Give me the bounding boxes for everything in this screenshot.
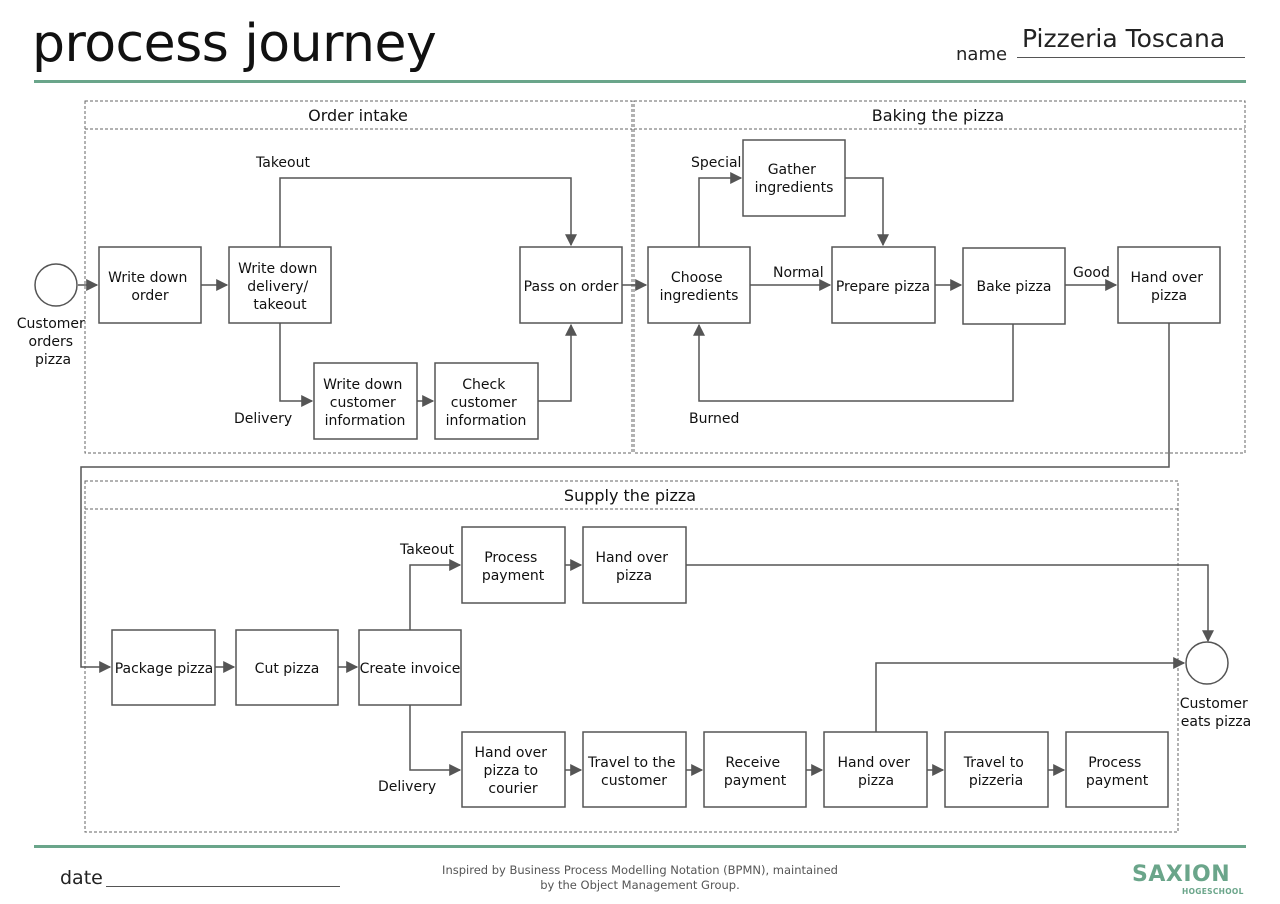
lane-supply: Supply the pizza	[84, 480, 1179, 833]
saxion-logo: SAXION HOGESCHOOL	[1132, 862, 1252, 898]
task-hand-to-courier: Hand over pizza to courier	[461, 731, 566, 808]
task-write-customer: Write down customer information	[313, 362, 418, 440]
svg-text:Write down delivery/: Write down delivery/ takeout	[238, 261, 322, 313]
name-label: name	[956, 44, 1008, 65]
connectors	[78, 172, 1214, 776]
task-receive-payment: Receive payment	[703, 731, 807, 808]
flow-delivery	[279, 323, 314, 407]
svg-text:Hand over pizza: Hand over pizza	[838, 755, 915, 789]
lane-title-baking: Baking the pizza	[872, 106, 1004, 125]
edge-label-burned: Burned	[689, 411, 739, 427]
task-process-payment-takeout: Process payment	[461, 526, 566, 604]
flow-hand-to-package	[80, 323, 1170, 673]
name-underline	[1017, 57, 1245, 58]
end-event-label-2: eats pizza	[1181, 714, 1251, 730]
logo-wordmark: SAXION	[1132, 862, 1231, 887]
logo-subtitle: HOGESCHOOL	[1182, 887, 1244, 896]
task-bake-pizza: Bake pizza	[962, 247, 1066, 325]
edge-label-normal: Normal	[773, 265, 824, 281]
date-label: date	[60, 867, 103, 889]
task-hand-over-pizza-bake: Hand over pizza	[1117, 246, 1221, 324]
task-write-delivery: Write down delivery/ takeout	[228, 246, 332, 324]
svg-text:Customer eats pizza: Customer eats pizza	[1180, 696, 1252, 730]
footer-note-line-1: Inspired by Business Process Modelling N…	[442, 863, 838, 877]
start-event-label-1: Customer	[17, 316, 85, 332]
svg-text:Check customer inf: Check customer information	[446, 377, 527, 429]
edge-label-delivery-2: Delivery	[378, 779, 436, 795]
svg-text:Write down customer: Write down customer information	[323, 377, 407, 429]
footer-note-line-2: by the Object Management Group.	[540, 878, 740, 892]
date-underline	[106, 886, 340, 887]
start-event-label-2: orders	[28, 334, 73, 350]
svg-text:Receive payment: Receive payment	[724, 755, 787, 789]
svg-text:Hand over pizza: Hand over pizza	[1131, 270, 1208, 304]
name-value: Pizzeria Toscana	[1022, 24, 1226, 53]
task-package-pizza: Package pizza	[111, 629, 216, 706]
edge-label-good: Good	[1073, 265, 1110, 281]
flow-delivery-handover-to-end	[875, 657, 1186, 732]
svg-text:Cut pizza: Cut pizza	[255, 661, 320, 677]
page-title: process journey	[32, 14, 437, 74]
lane-title-supply: Supply the pizza	[564, 486, 696, 505]
edge-label-takeout-2: Takeout	[399, 542, 454, 558]
flow-takeout	[279, 177, 577, 247]
edge-label-takeout-1: Takeout	[255, 155, 310, 171]
task-check-customer: Check customer information	[434, 362, 539, 440]
svg-text:Customer orders pi: Customer orders pizza	[17, 316, 89, 368]
flow-burned	[693, 323, 1014, 402]
task-travel-to-customer: Travel to the customer	[582, 731, 687, 808]
svg-text:Bake pizza: Bake pizza	[977, 279, 1052, 295]
task-cut-pizza: Cut pizza	[235, 629, 339, 706]
task-process-payment-delivery: Process payment	[1065, 731, 1169, 808]
end-event-label-1: Customer	[1180, 696, 1248, 712]
task-gather-ingredients: Gather ingredients	[742, 139, 846, 217]
svg-text:Hand over pizza: Hand over pizza	[596, 550, 673, 584]
footer-divider	[34, 845, 1246, 848]
flow-invoice-delivery	[409, 705, 462, 776]
svg-text:Write down order: Write down order	[108, 270, 192, 304]
footer-note: Inspired by Business Process Modelling N…	[430, 863, 850, 893]
start-event-label-3: pizza	[35, 352, 71, 368]
end-event: Customer eats pizza	[1180, 641, 1252, 730]
header-divider	[34, 80, 1246, 83]
svg-text:Travel to the customer: Travel to the customer	[587, 755, 680, 789]
task-write-order: Write down order	[98, 246, 202, 324]
edge-label-delivery-1: Delivery	[234, 411, 292, 427]
lane-title-order-intake: Order intake	[308, 106, 408, 125]
svg-text:Hand over pizza to: Hand over pizza to courier	[475, 745, 552, 797]
svg-text:Gather ingredients: Gather ingredients	[755, 162, 834, 196]
flow-check-to-pass	[538, 323, 577, 402]
task-hand-over-delivery: Hand over pizza	[823, 731, 928, 808]
task-prepare-pizza: Prepare pizza	[831, 246, 936, 324]
svg-text:Choose ingredients: Choose ingredients	[660, 270, 739, 304]
svg-text:Process payment: Process payment	[1086, 755, 1149, 789]
svg-text:Package pizza: Package pizza	[115, 661, 214, 677]
svg-text:Process payment: Process payment	[482, 550, 545, 584]
task-travel-to-pizzeria: Travel to pizzeria	[944, 731, 1049, 808]
flow-special	[698, 172, 743, 247]
task-choose-ingredients: Choose ingredients	[647, 246, 751, 324]
task-create-invoice: Create invoice	[358, 629, 462, 706]
flow-gather-to-prepare	[845, 177, 889, 247]
svg-text:Prepare pizza: Prepare pizza	[836, 279, 930, 295]
svg-text:Pass on order: Pass on order	[524, 279, 619, 295]
flow-invoice-takeout	[409, 559, 462, 630]
svg-text:Create invoice: Create invoice	[360, 661, 461, 677]
flow-handover-to-end	[686, 564, 1214, 643]
start-event: Customer orders pizza	[17, 263, 89, 368]
task-pass-order: Pass on order	[519, 246, 623, 324]
edge-label-special: Special	[691, 155, 741, 171]
task-hand-over-takeout: Hand over pizza	[582, 526, 687, 604]
lane-order-intake: Order intake	[84, 100, 633, 454]
svg-text:Travel to pizzeria: Travel to pizzeria	[963, 755, 1029, 789]
lane-baking: Baking the pizza	[633, 100, 1246, 454]
